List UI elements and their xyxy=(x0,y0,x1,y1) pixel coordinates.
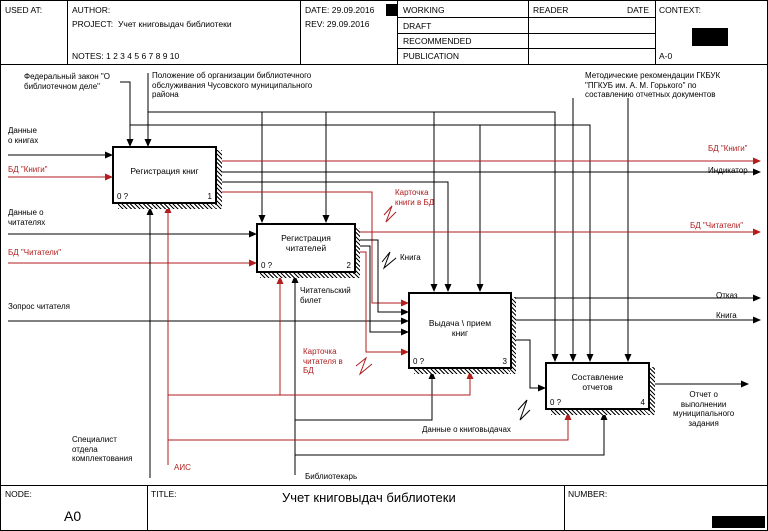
arrow-label-specialist: Специалист отдела комплектования xyxy=(72,435,133,463)
status-working: WORKING xyxy=(403,5,445,15)
box-number: 4 xyxy=(640,398,645,407)
box-number: 1 xyxy=(207,192,212,201)
arrow-label-reader-card: Карточка читателя в БД xyxy=(303,347,343,375)
arrow-label-db-readers-out: БД "Читатели" xyxy=(690,221,744,230)
activity-box-register-readers[interactable]: Регистрация читателей 0 ? 2 xyxy=(256,223,356,273)
box1-shadow-side xyxy=(216,150,222,209)
context-node: A-0 xyxy=(659,51,673,61)
label-squiggles-red xyxy=(355,205,397,376)
box-cost: 0 ? xyxy=(261,261,273,270)
box-number: 2 xyxy=(346,261,351,270)
arrow-label-regulation: Положение об организации библиотечного о… xyxy=(152,71,313,99)
box4-shadow xyxy=(551,409,655,415)
arrow-label-book: Книга xyxy=(400,253,421,262)
arrow-label-lending-data: Данные о книговыдачах xyxy=(422,425,511,434)
box-cost: 0 ? xyxy=(413,357,425,366)
diagram-title: Учет книговыдач библиотеки xyxy=(282,490,456,505)
project-value: Учет книговыдач библиотеки xyxy=(118,19,232,29)
working-status-marker xyxy=(386,4,397,16)
box-label: Регистрация книг xyxy=(130,166,199,176)
arrow-label-readers-data: Данные о читателях xyxy=(8,208,46,227)
status-publication: PUBLICATION xyxy=(403,51,460,61)
box3-shadow-side xyxy=(510,297,516,374)
arrow-label-db-books-in: БД "Книги" xyxy=(8,165,48,174)
arrow-label-indicator: Индикатор xyxy=(708,166,748,175)
date-value: DATE: 29.09.2016 xyxy=(305,5,375,15)
box2-outputs xyxy=(356,239,409,336)
author-label: AUTHOR: xyxy=(72,5,111,15)
number-thumbnail xyxy=(712,516,765,528)
box3-shadow xyxy=(414,368,516,374)
header-grid xyxy=(1,1,767,65)
reader-label: READER xyxy=(533,5,569,15)
box2-red-outputs xyxy=(356,228,761,356)
node-value: A0 xyxy=(64,508,82,524)
arrow-label-book-card: Карточка книги в БД xyxy=(395,188,435,207)
context-thumbnail xyxy=(692,28,728,46)
box-label: Составление отчетов xyxy=(571,372,624,392)
activity-box-lending[interactable]: Выдача \ прием книг 0 ? 3 xyxy=(408,292,512,369)
input-arrows-red xyxy=(8,173,257,267)
number-label: NUMBER: xyxy=(568,489,608,499)
node-label: NODE: xyxy=(5,489,32,499)
box1-shadow xyxy=(118,203,222,209)
arrow-label-reader-ticket: Читательский билет xyxy=(300,286,351,305)
arrow-label-book-out: Книга xyxy=(716,311,737,320)
box2-shadow-side xyxy=(354,228,360,278)
box1-outputs xyxy=(218,168,761,292)
footer-grid xyxy=(1,485,767,530)
arrow-label-law: Федеральный закон "О библиотечном деле" xyxy=(24,72,110,91)
arrow-label-guidelines: Методические рекомендации ГКБУК "ПГКУБ и… xyxy=(585,71,721,99)
box-label: Регистрация читателей xyxy=(281,233,331,253)
mechanism-arrows-red xyxy=(164,205,572,465)
activity-box-reports[interactable]: Составление отчетов 0 ? 4 xyxy=(545,362,650,410)
box3-outputs xyxy=(512,294,761,392)
mechanism-arrows xyxy=(146,207,608,478)
title-label: TITLE: xyxy=(151,489,177,499)
arrow-label-books-data: Данные о книгах xyxy=(8,126,39,145)
label-squiggles xyxy=(381,251,531,421)
box1-red-outputs xyxy=(218,157,761,307)
used-at-label: USED AT: xyxy=(5,5,43,15)
arrow-label-db-readers-in: БД "Читатели" xyxy=(8,248,62,257)
arrow-label-refusal: Отказ xyxy=(716,291,738,300)
arrow-label-reader-request: Зопрос читателя xyxy=(8,302,70,311)
arrow-label-db-books-out: БД "Книги" xyxy=(708,144,748,153)
box-cost: 0 ? xyxy=(117,192,129,201)
rev-value: REV: 29.09.2016 xyxy=(305,19,370,29)
box-number: 3 xyxy=(502,357,507,366)
arrow-label-librarian: Библиотекарь xyxy=(305,472,358,481)
box4-shadow-side xyxy=(649,367,655,415)
input-arrows xyxy=(8,151,409,325)
context-label: CONTEXT: xyxy=(659,5,702,15)
arrow-label-report: Отчет о выполнении муниципального задани… xyxy=(673,390,735,428)
box-cost: 0 ? xyxy=(550,398,562,407)
box2-shadow xyxy=(260,272,360,278)
activity-box-register-books[interactable]: Регистрация книг 0 ? 1 xyxy=(112,146,217,204)
project-label: PROJECT: xyxy=(72,19,114,29)
notes-label: NOTES: 1 2 3 4 5 6 7 8 9 10 xyxy=(72,51,180,61)
status-draft: DRAFT xyxy=(403,21,432,31)
arrow-label-ais: АИС xyxy=(174,463,191,472)
box-label: Выдача \ прием книг xyxy=(428,318,492,338)
reader-date-label: DATE xyxy=(627,5,650,15)
control-arrows xyxy=(120,73,632,362)
status-recommended: RECOMMENDED xyxy=(403,36,472,46)
